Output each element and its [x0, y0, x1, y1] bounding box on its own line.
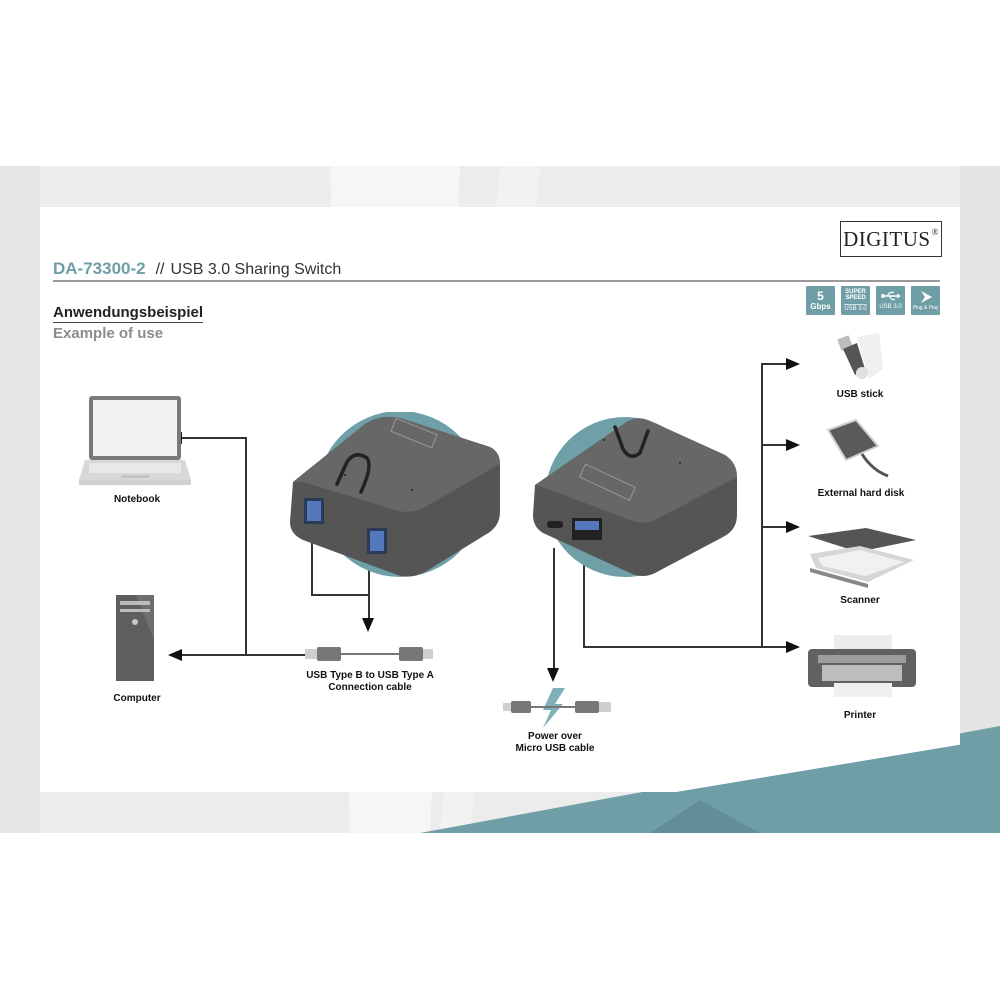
title-separator: //: [155, 261, 165, 278]
page-title: DA-73300-2 // USB 3.0 Sharing Switch: [53, 259, 341, 279]
sharing-switch-rear-view: [290, 412, 500, 577]
registered-mark: ®: [931, 227, 939, 237]
usb-stick-icon: [837, 333, 883, 379]
product-code: DA-73300-2: [53, 259, 146, 278]
usb-stick-label: USB stick: [836, 389, 884, 400]
section-title-en: Example of use: [53, 325, 164, 342]
host-bus-line: [245, 437, 247, 655]
arrow-to-power-cable: [547, 668, 559, 682]
arrow-to-usb-stick: [786, 358, 800, 370]
badge-subtext: USB 3.0: [844, 303, 867, 312]
superspeed-badge: SUPER SPEED USB 3.0: [841, 286, 870, 315]
hdd-connector: [761, 444, 789, 446]
desktop-tower-icon: [116, 595, 154, 681]
laptop-icon: [79, 396, 191, 485]
power-cable-label-line2: Micro USB cable: [515, 742, 595, 754]
section-title-de: Anwendungsbeispiel: [53, 304, 204, 323]
plug-and-play-icon: [920, 290, 932, 303]
arrow-to-cable: [362, 618, 374, 632]
logo-text: DIGITUS: [843, 226, 931, 251]
power-cable-label: Power over Micro USB cable: [490, 731, 620, 754]
scanner-icon: [808, 528, 916, 588]
scanner-connector: [761, 526, 789, 528]
product-name: USB 3.0 Sharing Switch: [170, 261, 342, 278]
device-bus-line: [761, 363, 763, 647]
hdd-label: External hard disk: [817, 488, 905, 499]
output-drop-line: [583, 555, 585, 647]
arrow-to-scanner: [786, 521, 800, 533]
printer-connector: [761, 646, 789, 648]
title-divider: [53, 280, 940, 282]
notebook-connector: [180, 437, 246, 439]
arrow-to-printer: [786, 641, 800, 653]
sharing-switch-front-view: [533, 417, 737, 577]
computer-connector: [180, 654, 310, 656]
printer-icon: [808, 635, 916, 697]
badge-subtext: Plug & Play: [912, 304, 939, 311]
external-hdd-icon: [826, 418, 889, 478]
digitus-logo: DIGITUS®: [840, 221, 942, 257]
port-b1-line: [311, 540, 313, 595]
usb-cable-label-line2: Connection cable: [328, 681, 412, 693]
usb-trident-icon: [880, 291, 901, 300]
arrow-to-computer: [168, 649, 182, 661]
usb-cable-label-line1: USB Type B to USB Type A: [306, 670, 434, 681]
usb-cable-label: USB Type B to USB Type A Connection cabl…: [290, 670, 450, 693]
notebook-label: Notebook: [113, 494, 161, 505]
printer-label: Printer: [843, 710, 877, 721]
badge-subtext: USB 3.0: [879, 303, 902, 310]
arrow-to-hdd: [786, 439, 800, 451]
badge-unit: Gbps: [810, 301, 831, 311]
badge-text: SUPER SPEED: [845, 289, 866, 302]
power-cable-label-line1: Power over: [528, 731, 582, 742]
power-line: [553, 548, 555, 670]
port-merge-line: [311, 594, 369, 596]
usb-badge: USB 3.0: [876, 286, 905, 315]
power-cable-icon: [503, 688, 611, 728]
computer-label: Computer: [113, 693, 161, 704]
speed-badge: 5 Gbps: [806, 286, 835, 315]
scanner-label: Scanner: [840, 595, 880, 606]
usb-stick-connector: [761, 363, 789, 365]
badge-value: 5: [817, 289, 824, 303]
plug-and-play-badge: Plug & Play: [911, 286, 940, 315]
output-bus-line: [583, 646, 763, 648]
port-b2-line: [368, 570, 370, 620]
usb-cable-icon: [305, 647, 433, 661]
